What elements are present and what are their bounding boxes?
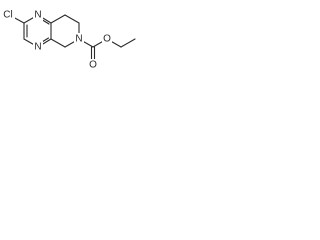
atom-label-n-amine: N — [75, 34, 82, 45]
molecule-structure-diagram: Cl N N N O O — [1, 9, 136, 71]
atom-label-cl: Cl — [3, 10, 12, 21]
atom-label-n-top: N — [34, 10, 41, 21]
bond-c5-c4a — [50, 38, 66, 48]
atom-labels: Cl N N N O O — [1, 9, 112, 71]
atom-n1: N — [33, 9, 43, 21]
atom-label-n-bottom: N — [34, 42, 41, 53]
atom-cl: Cl — [1, 9, 15, 21]
bond-c8a-c8 — [50, 14, 66, 24]
atom-label-o-ester: O — [103, 34, 111, 45]
atom-n6: N — [74, 33, 84, 45]
atom-o-ester: O — [102, 33, 112, 45]
bond-c8-c7 — [64, 14, 80, 24]
atom-label-o-carbonyl: O — [89, 60, 97, 71]
bond-ch2-ch3 — [120, 38, 136, 48]
atom-o-carbonyl: O — [88, 59, 98, 71]
atom-n4: N — [33, 41, 43, 53]
